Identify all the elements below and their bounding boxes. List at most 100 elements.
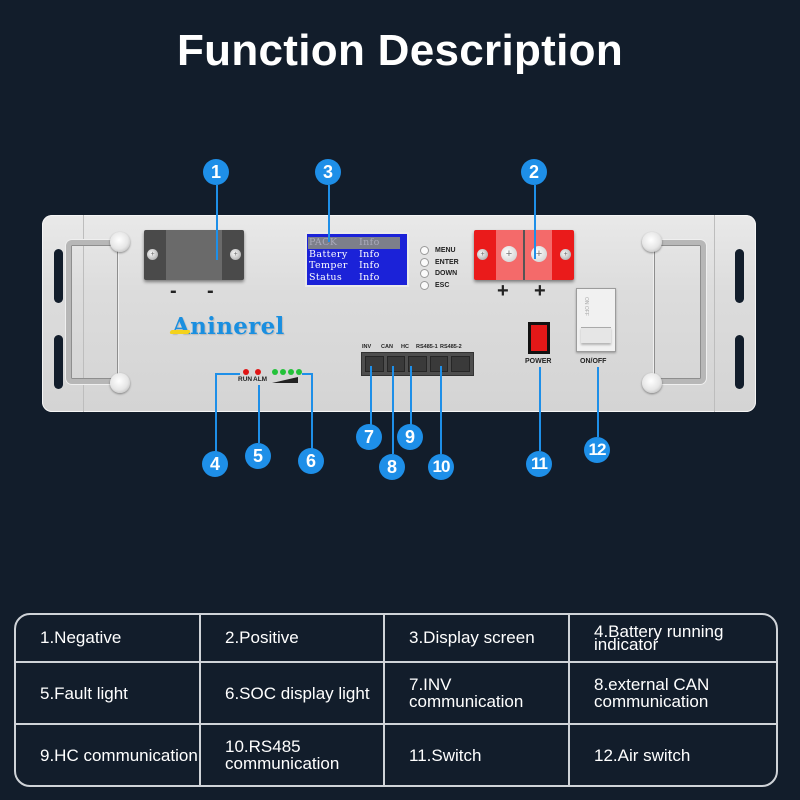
lcd-row: Battery Info — [308, 249, 407, 261]
legend-cell: 12.Air switch — [568, 723, 776, 785]
callout-10: 10 — [428, 454, 454, 480]
logo-text: ninerel — [190, 313, 285, 340]
lcd-key: Temper — [309, 260, 348, 271]
screw-icon: + — [477, 249, 488, 260]
right-handle[interactable] — [642, 232, 706, 393]
callout-3: 3 — [315, 159, 341, 185]
callout-8: 8 — [379, 454, 405, 480]
screw-icon: + — [230, 249, 241, 260]
can-port[interactable] — [386, 356, 406, 372]
leader-line — [215, 373, 240, 375]
lcd-row: Temper Info — [308, 260, 407, 272]
screw-icon: + — [560, 249, 571, 260]
positive-terminal[interactable]: + + + + — [474, 230, 574, 280]
left-ear-divider — [83, 215, 84, 412]
lcd-row: Status Info — [308, 272, 407, 284]
callout-9: 9 — [397, 424, 423, 450]
lcd-key: PACK — [308, 237, 358, 249]
mount-slot — [735, 249, 744, 303]
legend-cell: 8.external CAN communication — [568, 660, 776, 726]
handle-mount — [642, 373, 662, 393]
brand-logo: Aninerel — [172, 313, 285, 340]
callout-5: 5 — [245, 443, 271, 469]
handle-mount — [642, 232, 662, 252]
down-button[interactable]: DOWN — [420, 268, 459, 280]
lcd-value: Info — [359, 260, 380, 271]
negative-mark: - — [170, 280, 177, 302]
legend-row: 5.Fault light 6.SOC display light 7.INV … — [16, 660, 776, 726]
air-switch-face-text: ON OFF — [583, 297, 589, 316]
leader-line — [440, 366, 442, 454]
soc-led — [296, 369, 302, 375]
lcd-key: Status — [309, 271, 343, 283]
air-switch[interactable]: ON OFF — [576, 288, 616, 352]
callout-6: 6 — [298, 448, 324, 474]
inv-port[interactable] — [365, 356, 384, 372]
hc-port[interactable] — [408, 356, 427, 372]
alm-label: ALM — [253, 376, 268, 383]
port-label: INV — [362, 344, 372, 350]
callout-7: 7 — [356, 424, 382, 450]
legend-cell: 9.HC communication — [16, 723, 201, 785]
legend-row: 9.HC communication 10.RS485 communicatio… — [16, 723, 776, 785]
leader-line — [392, 366, 394, 454]
lcd-value: Info — [358, 237, 400, 249]
power-label: POWER — [525, 358, 552, 365]
run-label: RUN — [238, 376, 253, 383]
legend-row: 1.Negative 2.Positive 3.Display screen 4… — [16, 615, 776, 663]
screw-icon: + — [147, 249, 158, 260]
leader-line — [410, 366, 412, 428]
leader-line — [216, 185, 218, 260]
negative-mark: - — [207, 280, 214, 302]
enter-button[interactable]: ENTER — [420, 257, 459, 269]
power-switch[interactable] — [528, 322, 550, 354]
positive-mark: + — [534, 280, 546, 302]
soc-ramp-icon — [272, 377, 298, 383]
negative-terminal[interactable]: + + — [144, 230, 244, 280]
legend-cell: 4.Battery running indicator — [568, 615, 776, 663]
control-buttons: MENU ENTER DOWN ESC — [420, 245, 459, 291]
legend-cell: 5.Fault light — [16, 660, 201, 726]
mount-slot — [54, 335, 63, 389]
leader-line — [215, 373, 217, 453]
callout-1: 1 — [203, 159, 229, 185]
menu-button[interactable]: MENU — [420, 245, 459, 257]
callout-2: 2 — [521, 159, 547, 185]
legend-cell: 3.Display screen — [383, 615, 570, 663]
left-handle[interactable] — [66, 232, 130, 393]
soc-led — [272, 369, 278, 375]
handle-mount — [110, 232, 130, 252]
port-label: CAN — [381, 344, 393, 350]
right-ear-divider — [714, 215, 715, 412]
legend-cell: 10.RS485 communication — [199, 723, 385, 785]
port-label: RS485-2 — [440, 344, 462, 350]
mount-slot — [735, 335, 744, 389]
legend-cell: 1.Negative — [16, 615, 201, 663]
positive-mark: + — [497, 280, 509, 302]
esc-button[interactable]: ESC — [420, 280, 459, 292]
communication-ports — [361, 352, 474, 376]
leader-line — [302, 373, 312, 375]
screw-icon: + — [501, 246, 517, 262]
callout-12: 12 — [584, 437, 610, 463]
leader-line — [534, 185, 536, 259]
lcd-key: Battery — [309, 248, 348, 260]
leader-line — [328, 185, 330, 242]
leader-line — [597, 367, 599, 437]
rs485-1-port[interactable] — [429, 356, 449, 372]
lcd-value: Info — [359, 248, 380, 260]
leader-line — [258, 385, 260, 443]
legend-cell: 7.INV communication — [383, 660, 570, 726]
alarm-led — [255, 369, 261, 375]
soc-led — [280, 369, 286, 375]
legend-cell: 6.SOC display light — [199, 660, 385, 726]
air-switch-toggle[interactable] — [581, 327, 611, 343]
leader-line — [539, 367, 541, 451]
logo-mark: A — [172, 313, 191, 340]
port-label: HC — [401, 344, 409, 350]
lcd-value: Info — [359, 271, 380, 283]
function-legend-table: 1.Negative 2.Positive 3.Display screen 4… — [14, 613, 778, 787]
page-title: Function Description — [177, 26, 623, 75]
rs485-2-port[interactable] — [451, 356, 470, 372]
handle-mount — [110, 373, 130, 393]
